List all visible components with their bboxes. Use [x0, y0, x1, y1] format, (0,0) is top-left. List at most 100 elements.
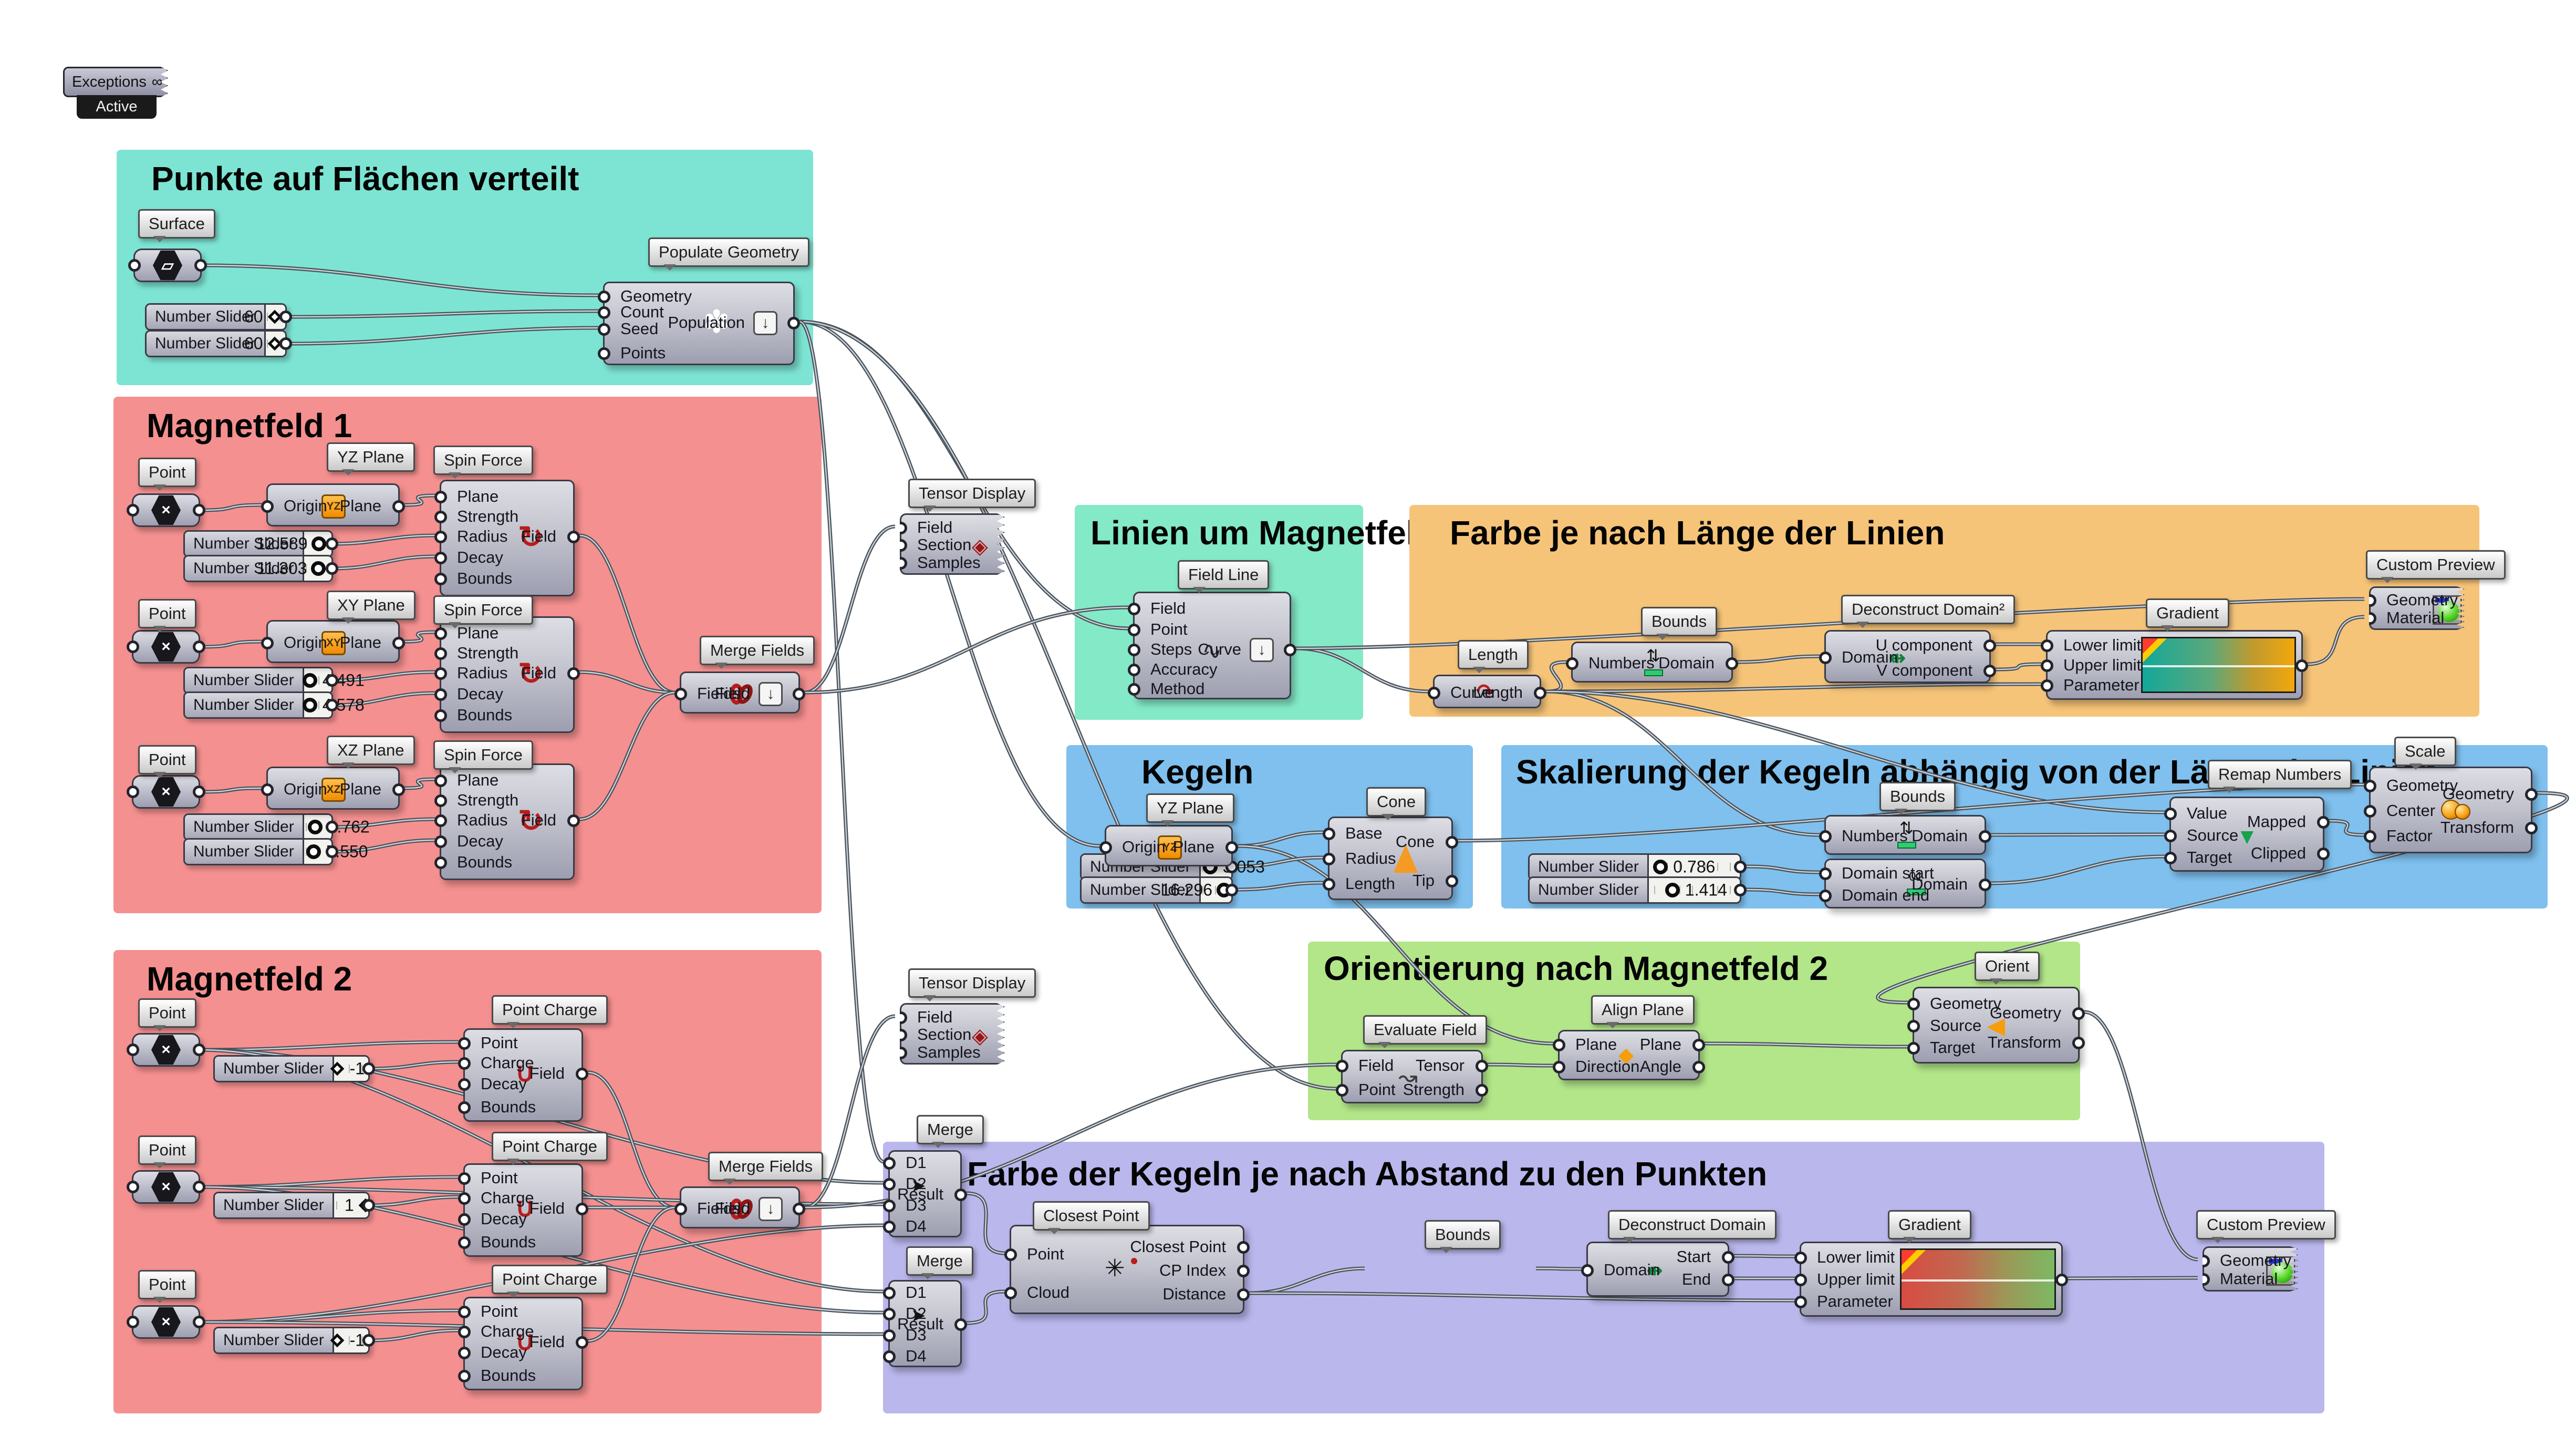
point-charge-1-in-decay-port[interactable] [458, 1078, 471, 1091]
surface-param-out-port[interactable] [194, 259, 207, 272]
xy-plane-in-origin-port[interactable] [261, 637, 274, 649]
field-line-in-steps-port[interactable] [1128, 644, 1140, 656]
spin-force-3-in-plane-port[interactable] [434, 774, 447, 787]
spin-force-3-in-bounds-port[interactable] [434, 856, 447, 869]
point-param-2[interactable]: × [127, 630, 205, 664]
point-charge-3-in-decay-port[interactable] [458, 1347, 471, 1359]
point-param-3-in-port[interactable] [127, 786, 139, 798]
merge-1-in-d4-port[interactable] [883, 1221, 896, 1233]
bounds-1-out-domain-port[interactable] [1726, 657, 1738, 670]
point-param-6-in-port[interactable] [127, 1316, 139, 1328]
slider-track[interactable]: 4.578 [302, 693, 365, 717]
merge-2-out-result-port[interactable] [954, 1318, 967, 1331]
remap-numbers-in-target-port[interactable] [2164, 852, 2177, 864]
slider-track[interactable]: -1 [330, 1057, 368, 1081]
decay-slider-2-out-port[interactable] [326, 699, 338, 711]
surface-param[interactable]: ▱ [128, 249, 207, 282]
scale-in-geometry-port[interactable] [2364, 780, 2376, 792]
construct-domain-in-domain-end-port[interactable] [1819, 890, 1832, 902]
closest-point-out-closest-point-port[interactable] [1237, 1241, 1250, 1254]
slider-knob[interactable] [302, 673, 317, 688]
slider-track[interactable]: 16.296 [1161, 878, 1232, 902]
deconstruct-domain2-out-v-component-port[interactable] [1983, 665, 1996, 677]
deconstruct-domain2-in-domain-port[interactable] [1819, 652, 1832, 664]
orient-out-transform-port[interactable] [2072, 1037, 2085, 1049]
point-charge-3-out-field-port[interactable] [576, 1336, 588, 1349]
slider-knob[interactable] [302, 698, 317, 712]
point-param-1-in-port[interactable] [127, 504, 139, 517]
merge-fields-2-in-fields-port[interactable] [674, 1203, 687, 1215]
point-param-3[interactable]: × [127, 775, 205, 809]
slider-track[interactable]: 1.414 [1648, 878, 1740, 902]
xz-plane-out-plane-port[interactable] [392, 783, 405, 796]
xz-plane-in-origin-port[interactable] [261, 783, 274, 796]
point-charge-3-in-point-port[interactable] [458, 1306, 471, 1318]
surface-param-in-port[interactable] [128, 259, 141, 272]
point-charge-2-in-charge-port[interactable] [458, 1192, 471, 1205]
point-param-6[interactable]: × [127, 1305, 205, 1339]
point-param-4[interactable]: × [127, 1033, 205, 1067]
length-out-length-port[interactable] [1534, 687, 1546, 699]
slider-track[interactable]: 0.786 [1648, 855, 1740, 879]
cone-in-length-port[interactable] [1323, 878, 1335, 891]
expand-arrow-button[interactable]: ↓ [1250, 638, 1274, 662]
slider-knob[interactable] [306, 844, 321, 859]
scale-in-center-port[interactable] [2364, 805, 2376, 818]
gradient-2-in-lower-limit-port[interactable] [1794, 1252, 1807, 1264]
yz-plane-kegeln-out-plane-port[interactable] [1225, 841, 1238, 854]
spin-force-2-in-plane-port[interactable] [434, 627, 447, 640]
populate-geometry-out-population-port[interactable] [787, 317, 800, 329]
evaluate-field-out-strength-port[interactable] [1476, 1084, 1488, 1097]
point-charge-2-out-field-port[interactable] [576, 1203, 588, 1215]
decay-slider-3-out-port[interactable] [326, 845, 338, 858]
field-line-in-point-port[interactable] [1128, 624, 1140, 636]
spin-force-1-in-plane-port[interactable] [434, 491, 447, 503]
spin-force-1-out-field-port[interactable] [567, 531, 580, 543]
spin-force-2-out-field-port[interactable] [567, 667, 580, 680]
merge-1-in-d1-port[interactable] [883, 1157, 896, 1170]
orient-in-geometry-port[interactable] [1907, 998, 1920, 1010]
expand-arrow-button[interactable]: ↓ [759, 1197, 783, 1221]
domain-start-slider-out-port[interactable] [1734, 861, 1747, 873]
count-slider-out-port[interactable] [279, 311, 292, 323]
point-param-4-out-port[interactable] [193, 1044, 205, 1056]
field-line-out-curve-port[interactable] [1284, 644, 1296, 656]
charge-slider-1[interactable]: Number Slider-1 [213, 1055, 375, 1082]
spin-force-3-in-decay-port[interactable] [434, 835, 447, 848]
point-param-2-out-port[interactable] [193, 641, 205, 653]
spin-force-3-out-field-port[interactable] [567, 814, 580, 827]
charge-slider-3[interactable]: Number Slider-1 [213, 1327, 375, 1354]
spin-force-2-in-strength-port[interactable] [434, 647, 447, 660]
merge-1-in-d3-port[interactable] [883, 1200, 896, 1212]
deconstruct-domain-in-domain-port[interactable] [1581, 1264, 1594, 1277]
merge-2-in-d2-port[interactable] [883, 1308, 896, 1320]
align-plane-in-plane-port[interactable] [1553, 1039, 1565, 1051]
point-charge-2-in-bounds-port[interactable] [458, 1236, 471, 1249]
align-plane-out-plane-port[interactable] [1692, 1039, 1705, 1051]
gradient-1-out-0-port[interactable] [2295, 659, 2308, 672]
merge-1-in-d2-port[interactable] [883, 1178, 896, 1191]
point-param-3-out-port[interactable] [193, 786, 205, 798]
expand-arrow-button[interactable]: ↓ [753, 311, 777, 335]
point-charge-1-out-field-port[interactable] [576, 1068, 588, 1080]
field-line-in-field-port[interactable] [1128, 603, 1140, 615]
cone-out-tip-port[interactable] [1446, 875, 1458, 887]
